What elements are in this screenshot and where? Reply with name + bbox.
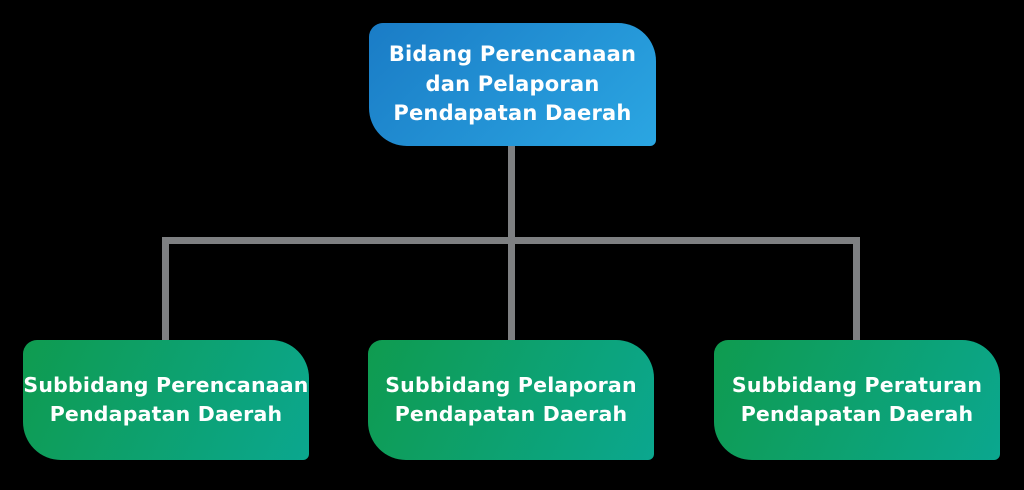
org-node-subbidang-perencanaan: Subbidang Perencanaan Pendapatan Daerah xyxy=(23,340,309,460)
connector-drop-left xyxy=(162,237,169,340)
org-node-subbidang-peraturan: Subbidang Peraturan Pendapatan Daerah xyxy=(714,340,1000,460)
org-node-label: Subbidang Peraturan Pendapatan Daerah xyxy=(731,372,983,426)
org-node-root-label: Bidang Perencanaan dan Pelaporan Pendapa… xyxy=(388,41,637,126)
org-node-label: Subbidang Pelaporan Pendapatan Daerah xyxy=(385,372,637,426)
org-node-subbidang-pelaporan: Subbidang Pelaporan Pendapatan Daerah xyxy=(368,340,654,460)
org-node-label: Subbidang Perencanaan Pendapatan Daerah xyxy=(23,372,309,426)
connector-horizontal-rail xyxy=(162,237,860,244)
org-node-root: Bidang Perencanaan dan Pelaporan Pendapa… xyxy=(369,23,656,146)
connector-drop-right xyxy=(853,237,860,340)
